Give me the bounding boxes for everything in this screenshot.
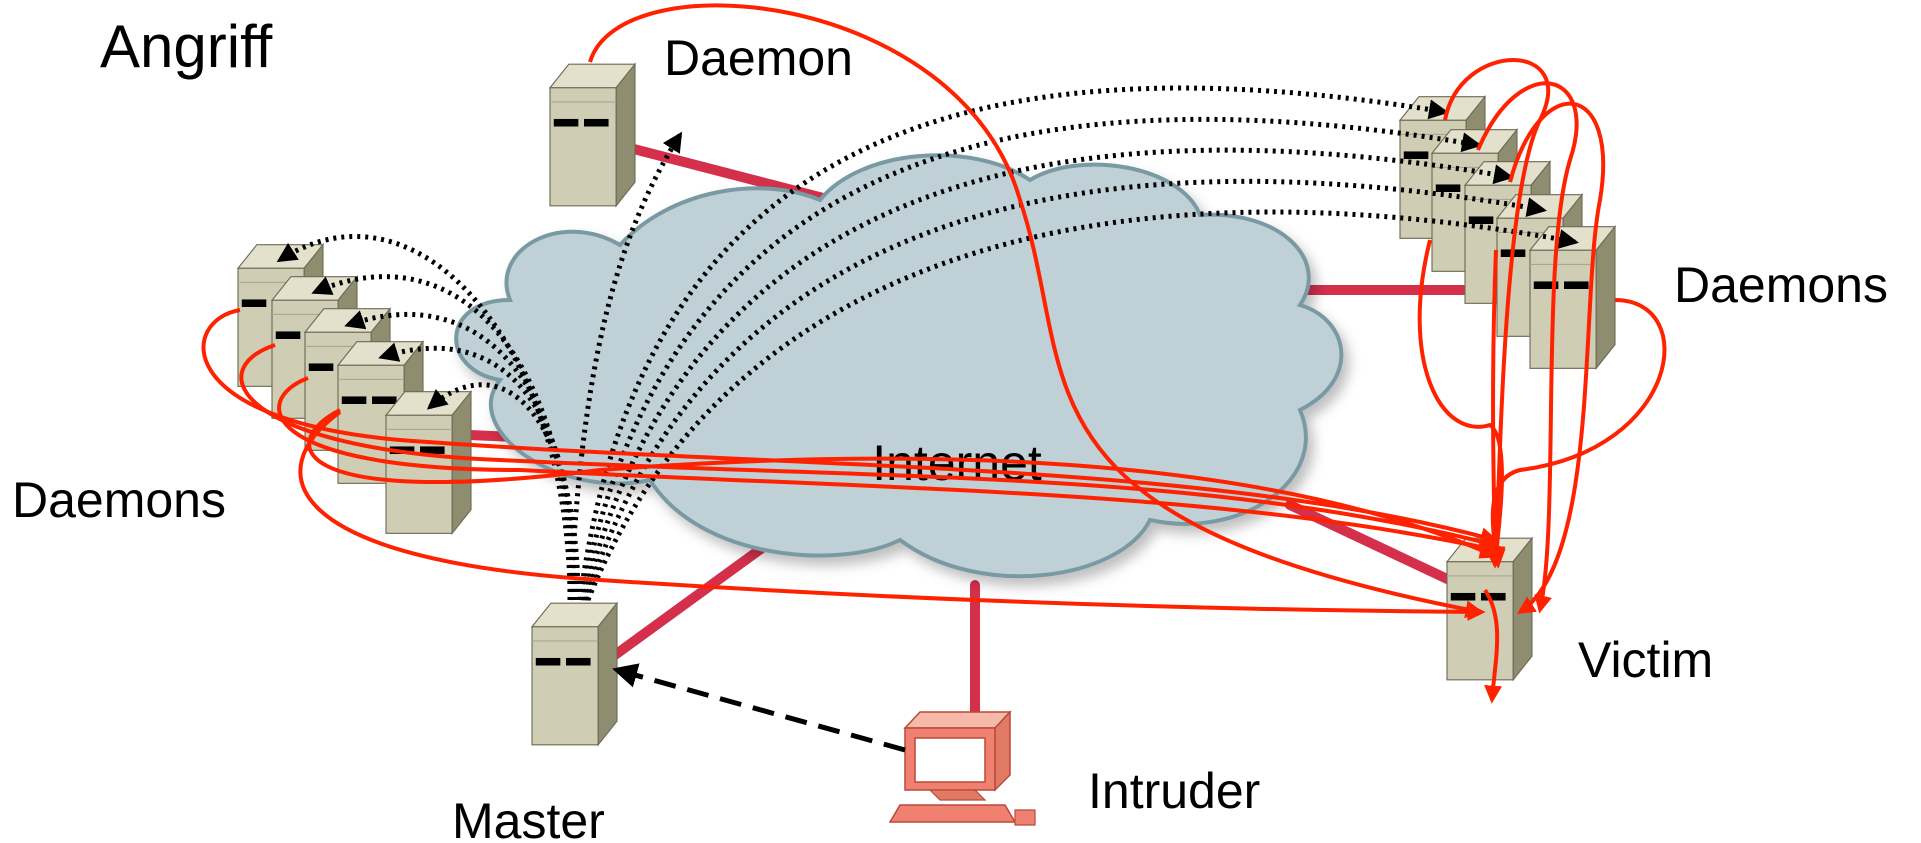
cloud-icon (454, 153, 1344, 579)
diagram-title: Angriff (100, 13, 273, 80)
daemons-right-label: Daemons (1674, 257, 1888, 313)
daemon-top-label: Daemon (664, 30, 853, 86)
daemons-left-label: Daemons (12, 472, 226, 528)
server-icon (1529, 226, 1616, 369)
intruder-label: Intruder (1088, 763, 1260, 819)
server-icon (549, 63, 636, 207)
link-master (610, 530, 785, 660)
intruder-to-master-arrow (612, 663, 906, 753)
server-icon (531, 602, 618, 746)
computer-icon (888, 710, 1036, 826)
attack-flow-arrows (201, 3, 1667, 704)
master-label: Master (452, 793, 605, 843)
victim-label: Victim (1578, 632, 1713, 688)
